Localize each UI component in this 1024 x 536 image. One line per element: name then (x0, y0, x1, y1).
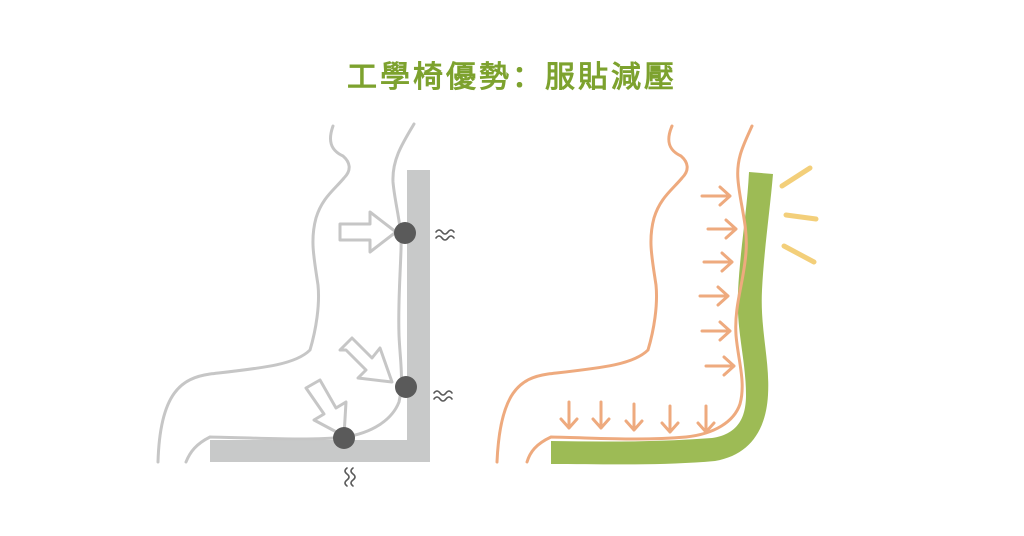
pressure-arrow (338, 336, 394, 384)
wavy-lines-icon (433, 390, 453, 402)
arrow-icon (700, 320, 732, 342)
rays-icon (779, 165, 819, 265)
arrow-icon (702, 251, 734, 273)
support-arrows-back (698, 185, 738, 377)
arrow-icon (660, 404, 680, 434)
arrow-icon (696, 404, 716, 434)
arrow-icon (706, 218, 738, 240)
body-outline-front (495, 124, 689, 464)
pressure-arrow (304, 378, 348, 438)
arrow-icon (700, 185, 732, 207)
pressure-point-icon (395, 376, 417, 398)
arrow-icon (591, 400, 611, 430)
wavy-lines-icon (344, 467, 356, 487)
ergonomic-chair-scene (495, 124, 819, 465)
body-outline (184, 122, 416, 464)
ergonomic-chair (551, 172, 773, 465)
pressure-point-icon (333, 427, 355, 449)
hard-chair-scene (156, 122, 455, 487)
arrow-icon (698, 285, 730, 307)
body-outline-front (156, 124, 351, 464)
page-title: 工學椅優勢：服貼減壓 (347, 60, 677, 95)
arrow-icon (624, 402, 644, 432)
arrow-icon (559, 400, 579, 430)
support-arrows-seat (559, 400, 716, 434)
hard-chair (210, 170, 430, 462)
pressure-arrow (338, 210, 398, 254)
pressure-point-icon (394, 222, 416, 244)
wavy-lines-icon (435, 229, 455, 241)
arrow-icon (704, 355, 736, 377)
body-outline (525, 124, 754, 464)
